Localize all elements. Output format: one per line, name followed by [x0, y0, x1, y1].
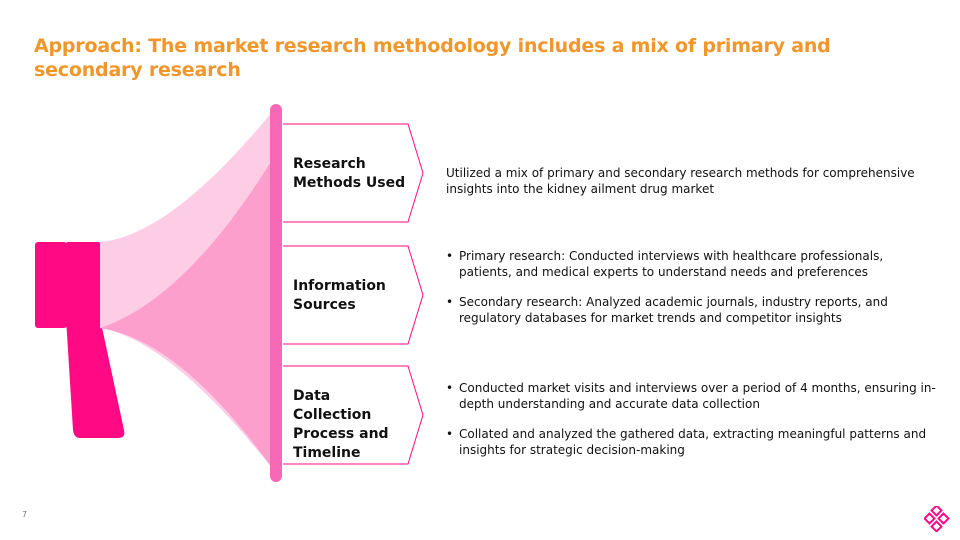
list-item: Collated and analyzed the gathered data,… [446, 426, 936, 458]
megaphone-cone-mid [100, 160, 272, 468]
row-description-research-methods: Utilized a mix of primary and secondary … [446, 166, 915, 196]
slide-title: Approach: The market research methodolog… [34, 35, 831, 81]
row-label-information-sources: Information Sources [293, 278, 386, 313]
megaphone-front-block [66, 242, 100, 328]
list-item: Conducted market visits and interviews o… [446, 380, 936, 412]
page-number: 7 [22, 510, 28, 519]
megaphone-rim-bar [270, 104, 282, 482]
list-item: Secondary research: Analyzed academic jo… [446, 294, 936, 326]
list-item: Primary research: Conducted interviews w… [446, 248, 936, 280]
row-description-data-collection: Conducted market visits and interviews o… [446, 380, 936, 472]
row-label-data-collection: Data Collection Process and Timeline [293, 388, 389, 461]
row-label-research-methods: Research Methods Used [293, 156, 406, 191]
chevron-box-1 [283, 123, 424, 223]
megaphone-back-block [35, 242, 67, 328]
diamond-cluster-logo-icon [924, 506, 950, 532]
megaphone-handle [66, 318, 125, 438]
row-description-information-sources: Primary research: Conducted interviews w… [446, 248, 936, 340]
chevron-box-3 [283, 365, 424, 465]
chevron-box-2 [283, 245, 424, 345]
